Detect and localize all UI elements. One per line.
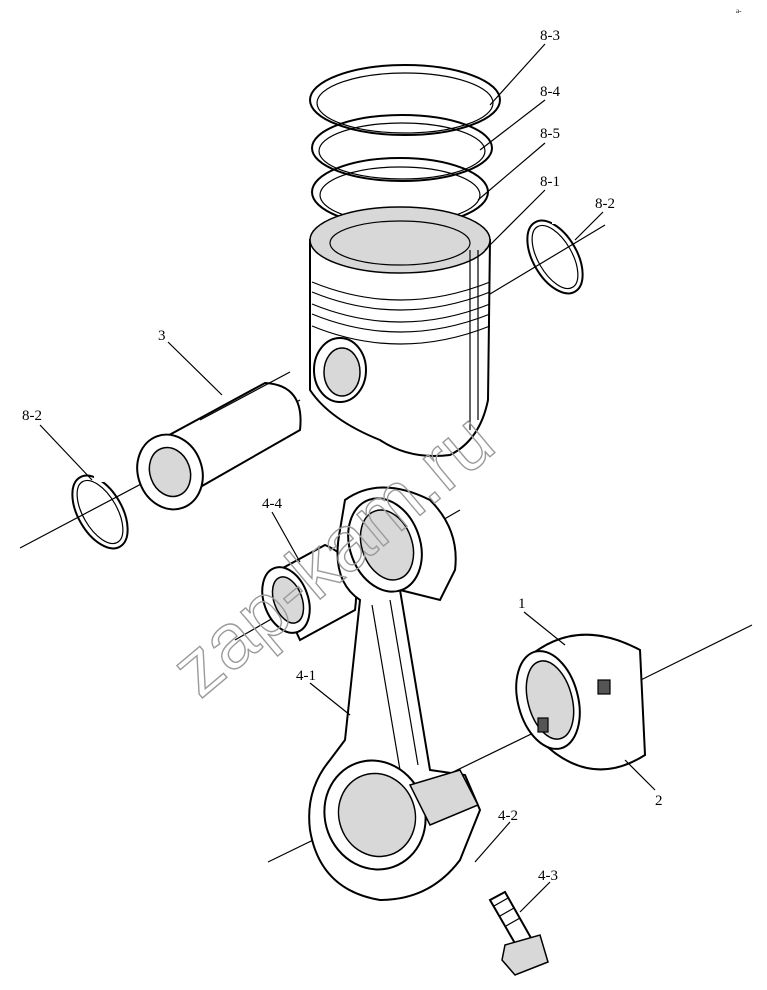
label-8-4: 8-4 [540,84,560,100]
corner-mark: a- [736,7,742,15]
label-3: 3 [158,328,166,344]
label-8-2-left: 8-2 [22,408,42,424]
label-8-5: 8-5 [540,126,560,142]
piston-pin-3 [136,371,302,511]
bearing-shell-1 [515,633,647,771]
circlip-8-2-right [526,216,584,295]
circlip-8-2-left [71,474,129,550]
connecting-rod-4-1 [308,486,482,902]
label-2: 2 [655,793,663,809]
label-8-2-right: 8-2 [595,196,615,212]
bushing-4-4 [261,543,358,642]
label-4-2: 4-2 [498,808,518,824]
label-4-3: 4-3 [538,868,558,884]
label-8-3: 8-3 [540,28,560,44]
label-4-4: 4-4 [262,496,282,512]
piston-ring-8-4 [311,114,493,182]
label-1: 1 [518,596,526,612]
leader-lines [39,43,656,913]
label-4-1: 4-1 [296,668,316,684]
part-labels: 8-3 8-4 8-5 8-1 8-2 3 8-2 4-4 1 4-1 2 4-… [22,28,663,884]
piston-8-1 [309,206,492,457]
rod-bolt-4-3 [488,890,549,976]
label-8-1: 8-1 [540,174,560,190]
piston-ring-8-3 [309,64,501,136]
